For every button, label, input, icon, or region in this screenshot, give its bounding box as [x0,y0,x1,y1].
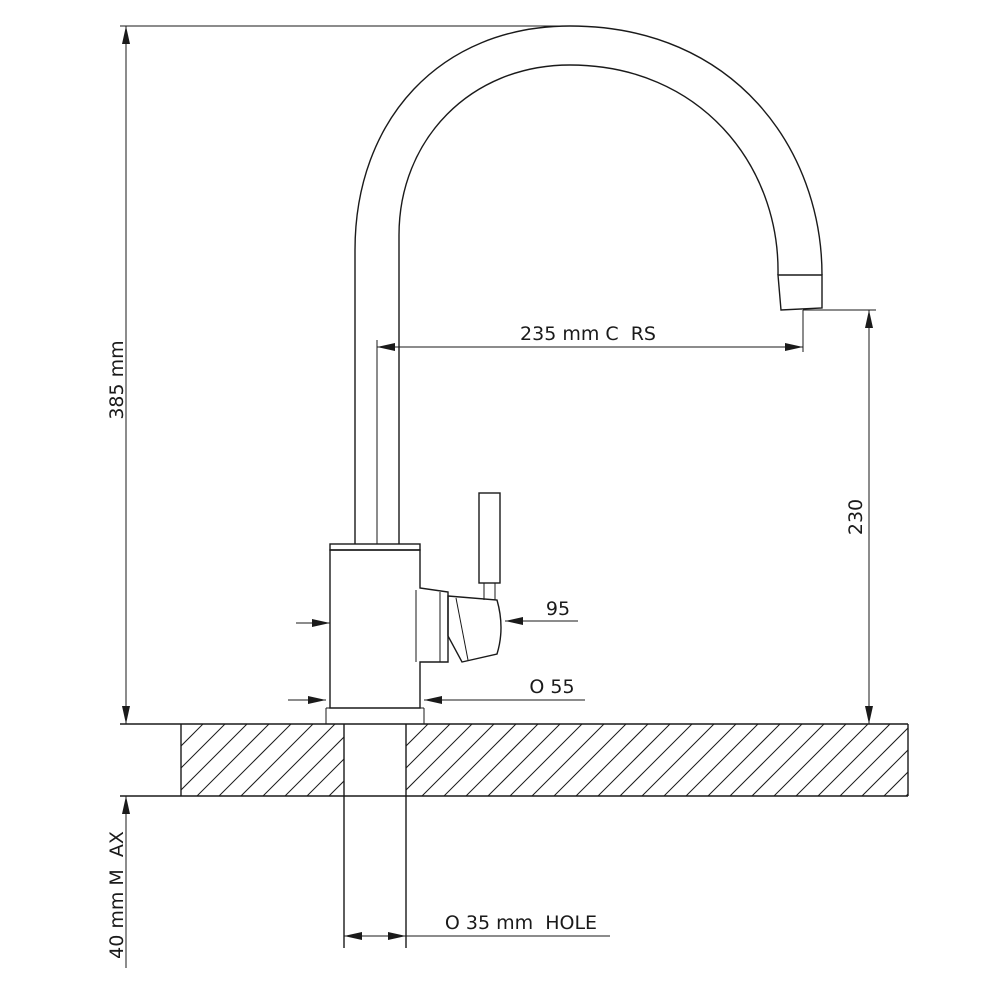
hatch-line [284,736,344,796]
dimension-hole: O 35 mm HOLE [344,912,610,940]
dimension-spout-height: 230 [803,309,876,724]
hatch-line [487,724,561,796]
dimension-total-height: 385 mm [106,25,572,724]
hatch-line [406,724,429,747]
hatch-line [839,727,908,796]
hatch-line [685,724,759,796]
hatch-line [641,724,715,796]
hatch-line [883,771,908,796]
hatch-line [306,758,344,796]
countertop-hatch-right [406,724,1000,796]
hatch-line [181,724,248,791]
hatch-line [729,724,803,796]
hatch-line [509,724,583,796]
hatch-line [905,793,908,796]
countertop [120,723,1000,797]
hatch-line [950,724,1000,796]
hatch-line [795,724,869,796]
hatch-line [181,724,226,769]
hatch-line [663,724,737,796]
hatch-line [240,724,314,796]
label-total-height: 385 mm [106,340,128,419]
hatch-line [751,724,825,796]
mounting-shank [343,796,407,948]
hatch-line [181,724,182,725]
dimension-handle: 95 [296,598,578,627]
hatch-line [597,724,671,796]
label-hole: O 35 mm HOLE [445,912,597,934]
hatch-line [619,724,693,796]
hatch-line [181,724,204,747]
hatch-line [817,724,891,796]
hatch-line [861,749,908,796]
label-base-diameter: O 55 [529,676,574,698]
countertop-hatch-left [181,724,445,796]
faucet-handle [447,492,502,663]
hatch-line [406,724,473,791]
hatch-line [443,724,517,796]
hatch-line [421,724,495,796]
hatch-line [707,724,781,796]
hatch-line [196,724,270,796]
hatch-line [575,724,649,796]
hatch-line [465,724,539,796]
hatch-line [553,724,627,796]
hatch-line [773,724,847,796]
gooseneck-spout [354,25,823,544]
hatch-line [351,724,423,796]
hatch-line [262,724,336,796]
label-max-thickness: 40 mm M AX [106,831,128,959]
hatch-line [328,780,344,796]
label-spout-height: 230 [845,499,867,535]
faucet-body [325,543,449,724]
hatch-line [373,724,445,796]
label-reach: 235 mm C RS [520,323,656,345]
hatch-line [928,724,1000,796]
hatch-line [218,724,292,796]
hatch-line [531,724,605,796]
dimension-base-diameter: O 55 [288,676,585,704]
dimension-reach: 235 mm C RS [376,310,804,352]
dimension-max-thickness: 40 mm M AX [106,795,134,968]
hatch-line [406,724,451,769]
label-handle: 95 [546,598,570,620]
hatch-line [972,724,1000,796]
hatch-line [406,724,407,725]
